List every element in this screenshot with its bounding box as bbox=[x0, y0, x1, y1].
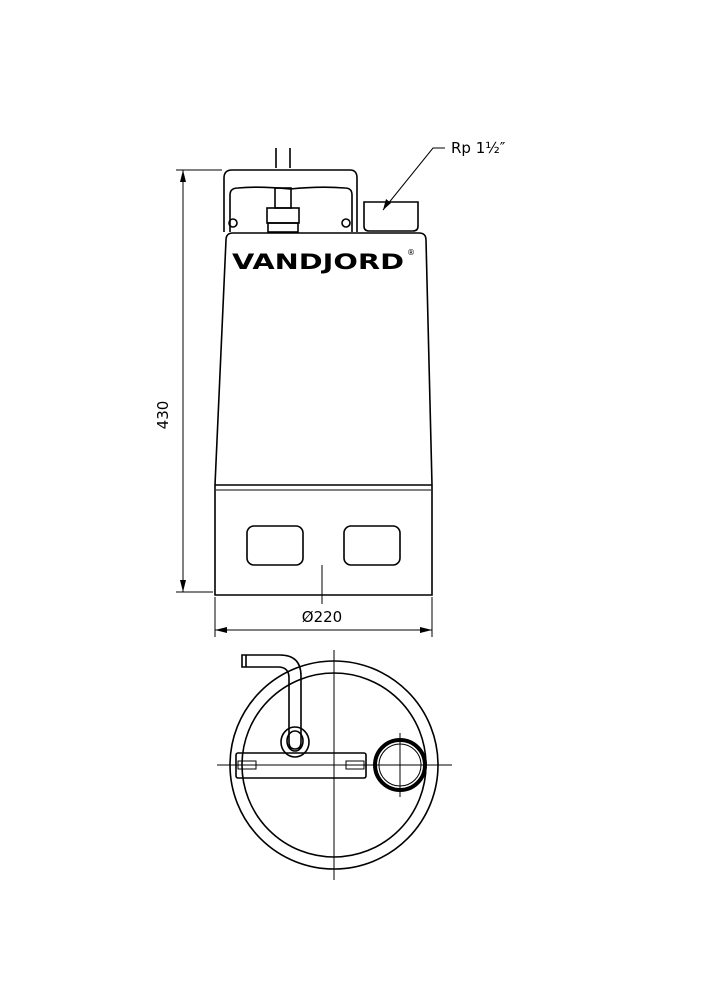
top-view bbox=[217, 650, 452, 880]
handle-bolt-right bbox=[341, 218, 351, 228]
pump-body bbox=[214, 232, 433, 596]
cable bbox=[275, 148, 291, 168]
height-dimension: 430 bbox=[154, 169, 222, 593]
handle-bolt-left bbox=[228, 218, 238, 228]
cable-gland bbox=[266, 207, 300, 224]
inlet-window-right bbox=[343, 525, 401, 566]
side-view: VANDJORD ® bbox=[214, 148, 433, 604]
cable-pipe bbox=[241, 654, 302, 750]
diameter-label: Ø220 bbox=[302, 608, 342, 626]
cable-nut bbox=[280, 726, 310, 758]
diameter-dimension: Ø220 bbox=[214, 597, 433, 637]
outlet-leader: Rp 1½″ bbox=[382, 139, 506, 211]
outlet-label: Rp 1½″ bbox=[451, 139, 506, 157]
outlet-socket bbox=[363, 201, 419, 232]
height-label: 430 bbox=[154, 401, 172, 430]
brand-logo: VANDJORD bbox=[232, 250, 404, 274]
registered-mark: ® bbox=[407, 248, 415, 257]
handle bbox=[223, 169, 358, 232]
inlet-window-left bbox=[246, 525, 304, 566]
